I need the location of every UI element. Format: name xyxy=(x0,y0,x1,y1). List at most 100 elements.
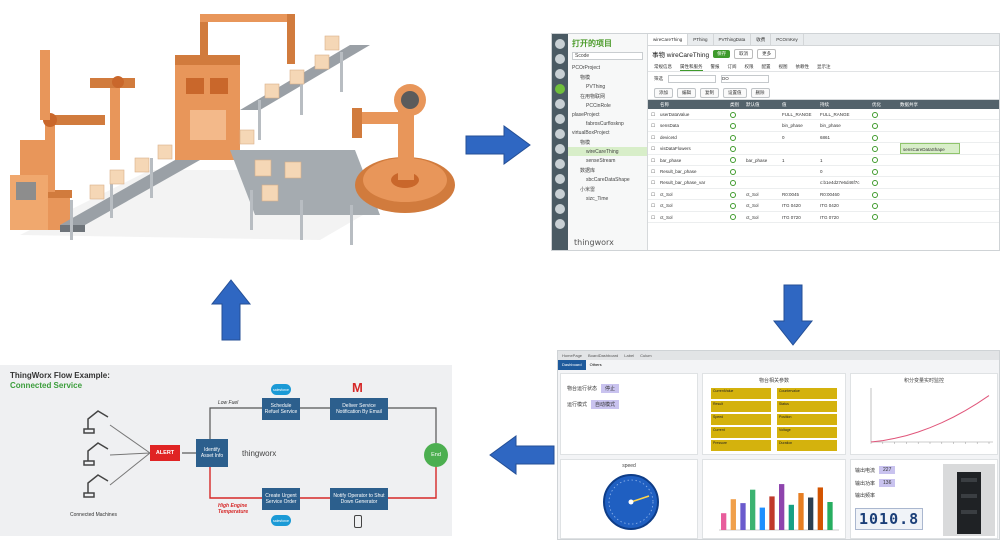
row-checkbox[interactable]: ☐ xyxy=(650,146,656,152)
tree-node[interactable]: 物模 xyxy=(580,74,591,81)
tree-search-input[interactable]: Scode xyxy=(572,52,643,60)
editor-tab[interactable]: PCOrnKey xyxy=(771,34,804,45)
status-value: 停止 xyxy=(601,384,620,393)
row-share xyxy=(900,132,960,142)
mashup-icon[interactable] xyxy=(555,129,565,139)
tree-node[interactable]: PVThing xyxy=(586,83,606,90)
subtab[interactable]: 视图 xyxy=(778,64,788,69)
tree-title: 打开的项目 xyxy=(572,39,612,48)
tree-node[interactable]: virtualBoxProject xyxy=(572,129,610,136)
column-header[interactable]: 类别 xyxy=(730,102,739,107)
subtab[interactable]: 常规信息 xyxy=(654,64,672,69)
row-checkbox[interactable]: ☐ xyxy=(650,112,656,117)
row-checkbox[interactable]: ☐ xyxy=(650,134,656,140)
editor-tab[interactable]: PThing xyxy=(688,34,714,45)
row-share xyxy=(900,109,960,119)
tree-node[interactable]: fabrosCurflosknp xyxy=(586,120,624,127)
menu-item[interactable]: Label xyxy=(624,353,635,358)
thingworx-composer: 打开的项目 Scode PCOrProject 物模 PVThing 在用物联网… xyxy=(551,33,1000,251)
tree-node[interactable]: 物模 xyxy=(580,139,591,146)
projects-icon[interactable] xyxy=(555,84,565,94)
chart-icon[interactable] xyxy=(555,114,565,124)
save-button[interactable]: 保存 xyxy=(713,50,731,58)
column-header[interactable]: 默认值 xyxy=(746,102,760,107)
subtab[interactable]: 显示注 xyxy=(817,64,831,69)
row-checkbox[interactable]: ☐ xyxy=(650,191,656,197)
info-icon[interactable] xyxy=(555,219,565,229)
menu-item[interactable]: BoardDashboard xyxy=(588,353,619,358)
subtab[interactable]: 权限 xyxy=(744,64,754,69)
column-header[interactable]: 数据共享 xyxy=(900,102,918,107)
kpi-cell: CurrentValue xyxy=(711,388,771,399)
tree-node-selected[interactable]: wireCareThing xyxy=(568,147,647,156)
more-button[interactable]: 更多 xyxy=(757,49,777,59)
filter-input[interactable] xyxy=(668,75,716,83)
tree-node[interactable]: sizc_Time xyxy=(586,195,609,202)
search-icon[interactable] xyxy=(555,54,565,64)
row-checkbox[interactable]: ☐ xyxy=(650,168,656,174)
column-header[interactable]: 优化 xyxy=(872,102,881,107)
check-icon xyxy=(730,180,736,187)
subtab[interactable]: 属性和服务 xyxy=(680,64,703,71)
menu-item[interactable]: HomePage xyxy=(562,353,583,358)
menu-item[interactable]: Culum xyxy=(640,353,652,358)
user-icon[interactable] xyxy=(555,174,565,184)
column-header[interactable]: 名称 xyxy=(660,102,669,107)
tree-node[interactable]: 小米雷 xyxy=(580,186,596,193)
gear-icon[interactable] xyxy=(555,159,565,169)
tree-node[interactable]: 在用物联网 xyxy=(580,93,606,100)
editor-tab[interactable]: wireCareThing xyxy=(648,34,689,45)
row-checkbox[interactable]: ☐ xyxy=(650,123,656,129)
globe-icon[interactable] xyxy=(555,204,565,214)
check-icon xyxy=(730,123,736,130)
line-chart xyxy=(870,388,993,444)
subtab[interactable]: 依赖性 xyxy=(795,64,810,69)
set-value-button[interactable]: 设置值 xyxy=(723,87,747,98)
copy-button[interactable]: 复制 xyxy=(700,87,719,98)
subtab[interactable]: 配置 xyxy=(761,64,771,69)
row-persist-icon xyxy=(872,212,900,222)
tree-node[interactable]: senseStream xyxy=(586,157,616,164)
tree-node[interactable]: plaseProject xyxy=(572,111,600,118)
row-checkbox[interactable]: ☐ xyxy=(650,203,656,209)
editor-tab[interactable]: 收费 xyxy=(751,34,772,45)
cancel-button[interactable]: 取消 xyxy=(734,49,754,59)
editor-tab[interactable]: PVThingData xyxy=(714,34,752,45)
row-checkbox[interactable]: ☐ xyxy=(650,214,656,220)
subtab[interactable]: 警报 xyxy=(710,64,720,69)
browse-icon[interactable] xyxy=(555,69,565,79)
column-header[interactable]: 持续 xyxy=(820,102,829,107)
row-checkbox[interactable]: ☐ xyxy=(650,180,656,186)
add-button[interactable]: 添加 xyxy=(654,87,673,98)
tree-node[interactable]: 数据库 xyxy=(580,167,596,174)
mode-row: 运行模式 自动模式 xyxy=(567,400,620,409)
tree-node[interactable]: PCOrProject xyxy=(572,64,601,71)
tab-others[interactable]: Others xyxy=(589,362,602,367)
data-icon[interactable] xyxy=(555,144,565,154)
delete-button[interactable]: 删除 xyxy=(750,87,770,98)
home-icon[interactable] xyxy=(555,39,565,49)
tab-dashboard[interactable]: Dashboard xyxy=(558,360,586,370)
entity-editor: wireCareThing PThing PVThingData 收费 PCOr… xyxy=(648,34,999,250)
kpi-cell: Pressure xyxy=(711,440,771,451)
row-checkbox[interactable]: ☐ xyxy=(650,157,656,163)
subtab[interactable]: 订阅 xyxy=(727,64,737,69)
column-header[interactable]: 值 xyxy=(782,102,787,107)
tree-node[interactable]: sbcCareDataShape xyxy=(586,176,630,183)
edit-button[interactable]: 编辑 xyxy=(677,87,696,98)
help-icon[interactable] xyxy=(555,189,565,199)
tree-node[interactable]: PCCinRole xyxy=(586,102,611,109)
check-icon xyxy=(730,157,736,164)
filter-select[interactable]: DO xyxy=(721,75,769,83)
lock-icon[interactable] xyxy=(555,99,565,109)
